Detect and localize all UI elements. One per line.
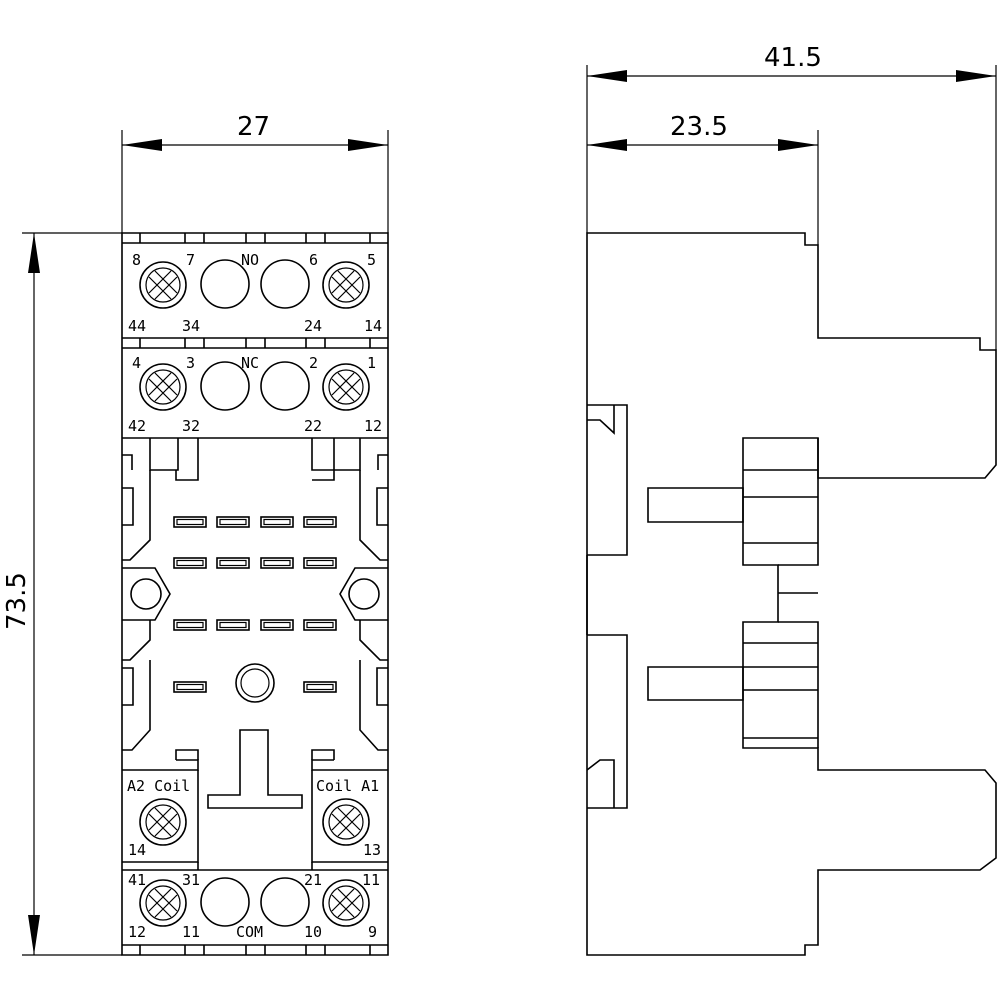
terminal-label-42: 42 xyxy=(128,417,146,435)
terminal-label-9: 9 xyxy=(368,923,377,941)
terminal-label-4: 4 xyxy=(132,354,141,372)
coil-label-13: 13 xyxy=(363,841,381,859)
terminal-label-24: 24 xyxy=(304,317,322,335)
terminal-label-7: 7 xyxy=(186,251,195,269)
terminal-label-2: 2 xyxy=(309,354,318,372)
terminal-label-8: 8 xyxy=(132,251,141,269)
terminal-label-32: 32 xyxy=(182,417,200,435)
terminal-label-no: NO xyxy=(241,251,259,269)
terminal-label-41: 41 xyxy=(128,871,146,889)
coil-label-14: 14 xyxy=(128,841,146,859)
terminal-label-12: 12 xyxy=(364,417,382,435)
terminal-label-6: 6 xyxy=(309,251,318,269)
side-view: 41.5 23.5 xyxy=(586,43,997,956)
dimension-depth-inner: 23.5 xyxy=(670,112,728,142)
terminal-label-11-top: 11 xyxy=(362,871,380,889)
terminal-label-21: 21 xyxy=(304,871,322,889)
dimension-depth-total: 41.5 xyxy=(764,43,822,73)
terminal-label-31: 31 xyxy=(182,871,200,889)
dimension-width-front: 27 xyxy=(237,112,270,142)
terminal-label-10: 10 xyxy=(304,923,322,941)
coil-label-a2: A2 Coil xyxy=(127,777,190,795)
terminal-label-1: 1 xyxy=(367,354,376,372)
terminal-label-34: 34 xyxy=(182,317,200,335)
terminal-label-11-bottom: 11 xyxy=(182,923,200,941)
terminal-label-3: 3 xyxy=(186,354,195,372)
terminal-label-44: 44 xyxy=(128,317,146,335)
terminal-label-12-bottom: 12 xyxy=(128,923,146,941)
dimension-height-front: 73.5 xyxy=(2,572,32,630)
terminal-label-22: 22 xyxy=(304,417,322,435)
terminal-label-5: 5 xyxy=(367,251,376,269)
terminal-label-14: 14 xyxy=(364,317,382,335)
coil-label-a1: Coil A1 xyxy=(316,777,379,795)
front-view: 8 7 NO 6 5 44 34 24 14 4 3 NC 2 1 42 32 … xyxy=(2,112,389,956)
terminal-label-com: COM xyxy=(236,923,263,941)
terminal-label-nc: NC xyxy=(241,354,259,372)
